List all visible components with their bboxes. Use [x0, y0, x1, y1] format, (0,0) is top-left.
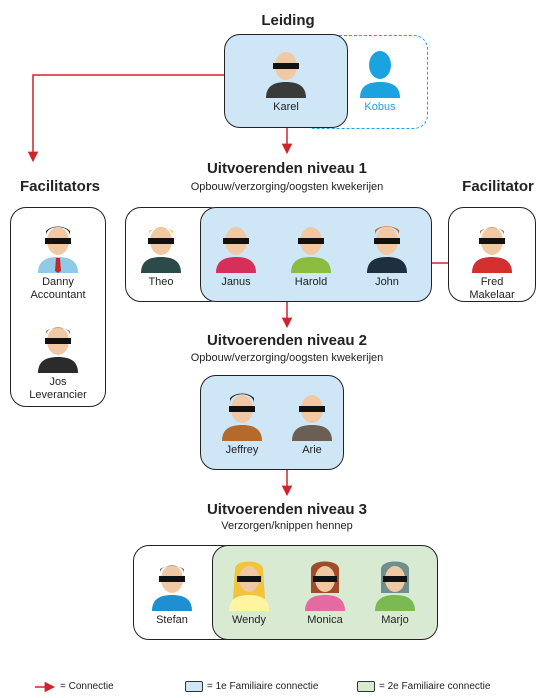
avatar-dark-hair-icon	[222, 393, 262, 441]
avatar-bald-icon	[291, 227, 331, 273]
green-swatch-icon	[357, 681, 375, 692]
person-janus: Janus	[206, 221, 266, 289]
person-arie: Arie	[282, 389, 342, 457]
person-stefan: Stefan	[142, 559, 202, 627]
level1-title: Uitvoerenden niveau 1	[206, 160, 368, 177]
red-arrow-icon	[35, 681, 56, 692]
avatar-blonde-woman-icon	[229, 561, 269, 611]
level3-title: Uitvoerenden niveau 3	[206, 501, 368, 518]
person-fred: Fred Makelaar	[462, 221, 522, 302]
level3-subtitle: Verzorgen/knippen hennep	[221, 520, 353, 532]
level2-title: Uitvoerenden niveau 2	[206, 332, 368, 349]
avatar-bald-icon	[216, 227, 256, 273]
level1-subtitle: Opbouw/verzorging/oogsten kwekerijen	[190, 181, 384, 193]
facilitators-title: Facilitators	[19, 178, 101, 195]
avatar-bald-icon	[292, 395, 332, 441]
avatar-brown-hair-icon	[472, 227, 512, 273]
person-harold: Harold	[281, 221, 341, 289]
karel-box	[224, 34, 348, 128]
person-marjo: Marjo	[365, 559, 425, 627]
leiding-title: Leiding	[261, 12, 315, 29]
arrow-karel-to-facilitators	[27, 74, 224, 163]
avatar-bald-icon	[266, 52, 306, 98]
user-silhouette-icon	[360, 51, 400, 98]
avatar-brown-hair-icon	[38, 327, 78, 373]
person-jos: Jos Leverancier	[28, 321, 88, 402]
legend-first: = 1e Familiaire connectie	[185, 681, 318, 692]
person-kobus: Kobus	[350, 46, 410, 114]
person-jeffrey: Jeffrey	[212, 389, 272, 457]
avatar-brunette-woman-icon	[305, 561, 345, 611]
avatar-grey-woman-icon	[375, 561, 415, 611]
person-john: John	[357, 221, 417, 289]
level2-subtitle: Opbouw/verzorging/oogsten kwekerijen	[190, 352, 384, 364]
facilitator-title: Facilitator	[462, 178, 534, 195]
person-danny: Danny Accountant	[28, 221, 88, 302]
person-wendy: Wendy	[219, 559, 279, 627]
avatar-redhead-icon	[367, 226, 407, 273]
person-monica: Monica	[295, 559, 355, 627]
level2-blue-box	[200, 375, 344, 470]
avatar-grey-hair-icon	[152, 565, 192, 611]
person-karel: Karel	[256, 46, 316, 114]
blue-swatch-icon	[185, 681, 203, 692]
person-theo: Theo	[131, 221, 191, 289]
legend-connectie: = Connectie	[34, 681, 114, 692]
avatar-tie-icon	[38, 226, 78, 273]
legend-second: = 2e Familiaire connectie	[357, 681, 490, 692]
avatar-blond-icon	[141, 227, 181, 273]
